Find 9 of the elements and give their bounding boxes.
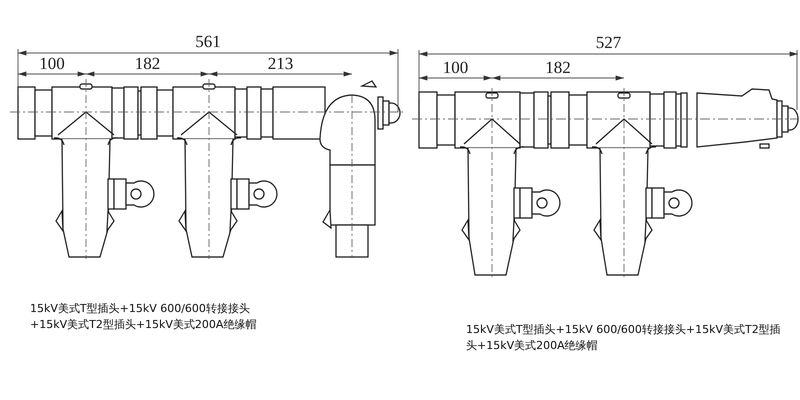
caption-text: 15kV美式T型插头+15kV 600/600转接接头+15kV美式T2型插头+15kV美式200A绝缘帽	[466, 322, 782, 354]
dimension-value: 182	[545, 59, 571, 77]
dimension-value: 182	[134, 55, 160, 73]
dimension-value: 561	[195, 33, 221, 51]
dimension-value: 527	[596, 34, 622, 52]
dimension-value: 213	[268, 55, 294, 73]
dimension-value: 100	[39, 55, 65, 73]
caption-text: 15kV美式T型插头+15kV 600/600转接接头+15kV美式T2型插头+15kV美式200A绝缘帽	[30, 301, 258, 333]
dimension-value: 100	[442, 59, 468, 77]
